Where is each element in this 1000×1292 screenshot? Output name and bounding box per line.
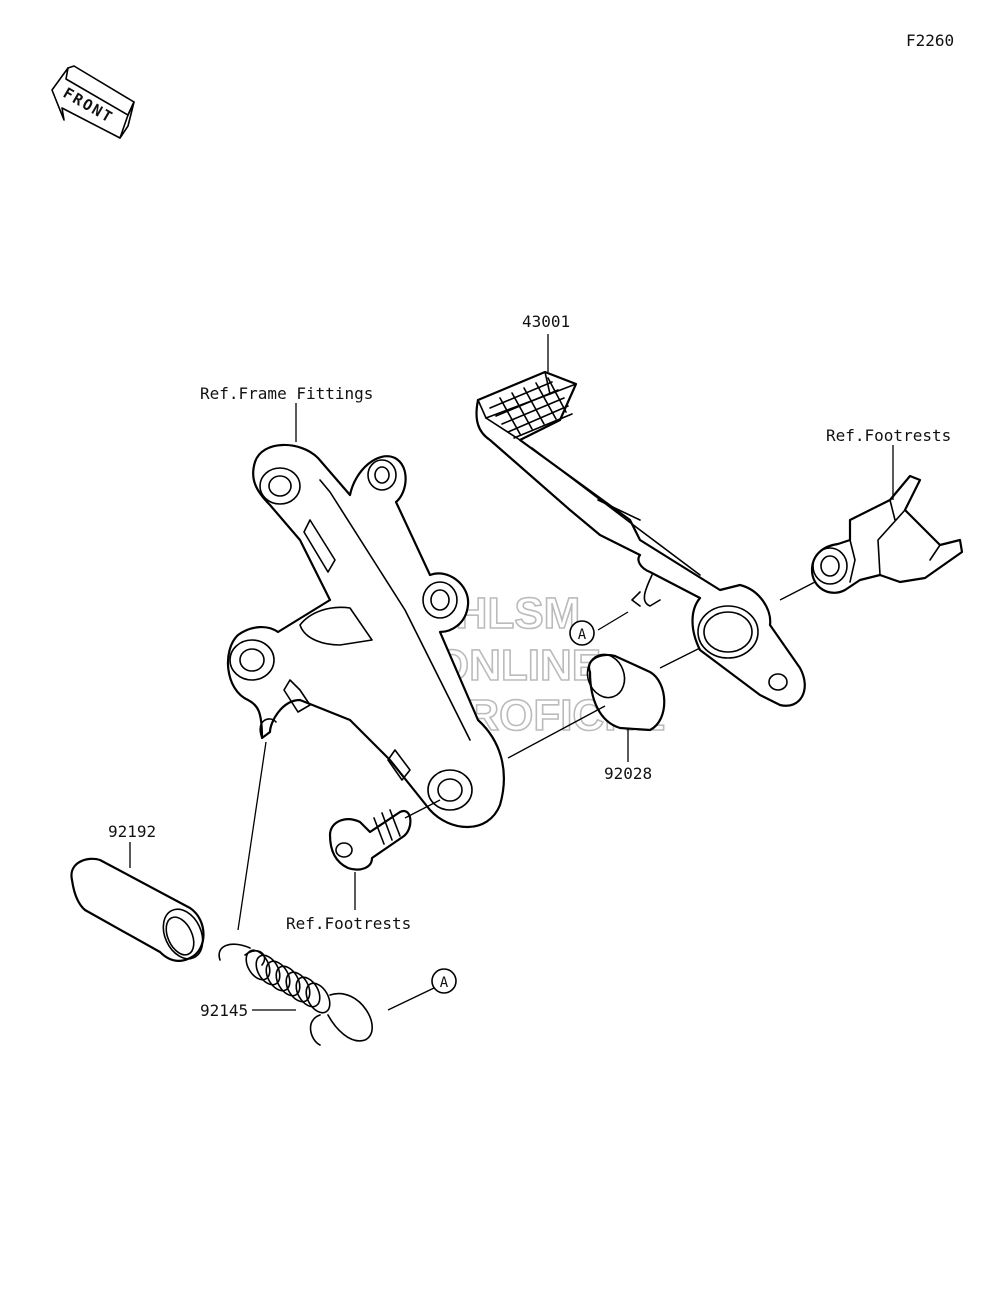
callout-a-top: A <box>569 620 595 646</box>
collar <box>70 857 205 962</box>
label-bushing: 92028 <box>604 764 652 783</box>
bolt <box>328 809 412 871</box>
leader-lines <box>129 334 894 1011</box>
brake-pedal <box>475 370 806 707</box>
pedal-tread <box>489 377 573 439</box>
figure-id: F2260 <box>906 31 954 50</box>
footrest-bracket <box>226 443 505 829</box>
label-footrests-bolt: Ref.Footrests <box>286 914 411 933</box>
watermark: HLSM ONLINE MICROFICHE <box>386 588 666 741</box>
label-frame-fittings: Ref.Frame Fittings <box>200 384 373 403</box>
callout-a-bottom: A <box>431 968 457 994</box>
front-label: FRONT <box>60 84 117 127</box>
callout-a-top-letter: A <box>578 627 587 643</box>
front-arrow-icon: FRONT <box>51 65 135 139</box>
bushing <box>586 653 666 732</box>
callout-a-bottom-letter: A <box>440 975 449 991</box>
label-collar: 92192 <box>108 822 156 841</box>
footrest-right <box>810 474 964 594</box>
label-spring: 92145 <box>200 1001 248 1020</box>
label-footrests-right: Ref.Footrests <box>826 426 951 445</box>
label-pedal: 43001 <box>522 312 570 331</box>
watermark-line1: HLSM <box>456 589 581 638</box>
spring <box>218 943 373 1046</box>
